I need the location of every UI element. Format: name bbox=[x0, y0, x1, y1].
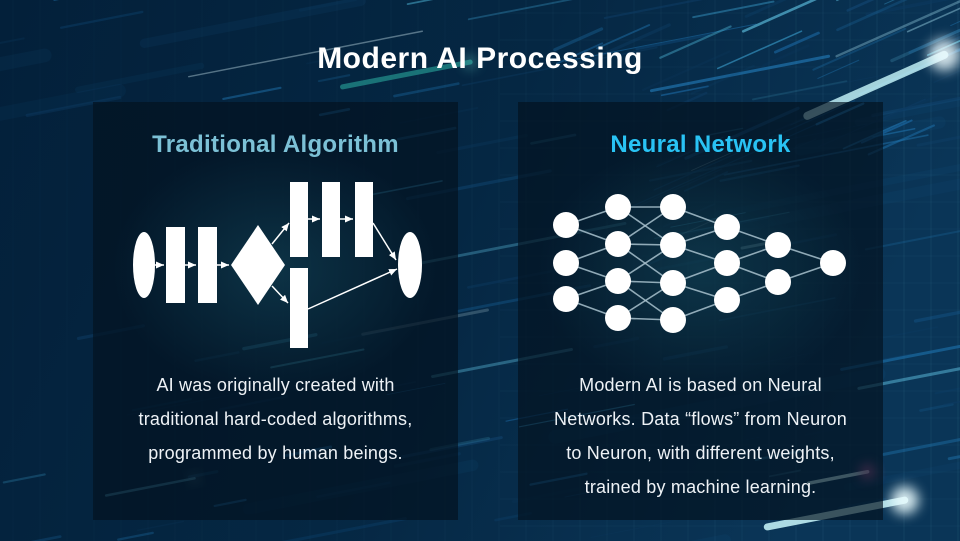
description-line: programmed by human beings. bbox=[148, 443, 403, 463]
panel-neural-network: Neural Network Modern AI is based on Neu… bbox=[518, 102, 883, 520]
neural-network-description: Modern AI is based on Neural Networks. D… bbox=[518, 368, 883, 504]
panel-title-traditional-algorithm: Traditional Algorithm bbox=[152, 131, 399, 158]
panel-traditional-algorithm: Traditional Algorithm AI was originally … bbox=[93, 102, 458, 520]
description-line: trained by machine learning. bbox=[584, 477, 817, 497]
panel-title-neural-network: Neural Network bbox=[610, 131, 791, 158]
description-line: traditional hard-coded algorithms, bbox=[138, 409, 413, 429]
description-line: AI was originally created with bbox=[156, 375, 395, 395]
description-line: Modern AI is based on Neural bbox=[579, 375, 822, 395]
traditional-algorithm-description: AI was originally created with tradition… bbox=[93, 368, 458, 470]
description-line: to Neuron, with different weights, bbox=[566, 443, 835, 463]
description-line: Networks. Data “flows” from Neuron bbox=[554, 409, 847, 429]
page-title: Modern AI Processing bbox=[317, 42, 643, 75]
